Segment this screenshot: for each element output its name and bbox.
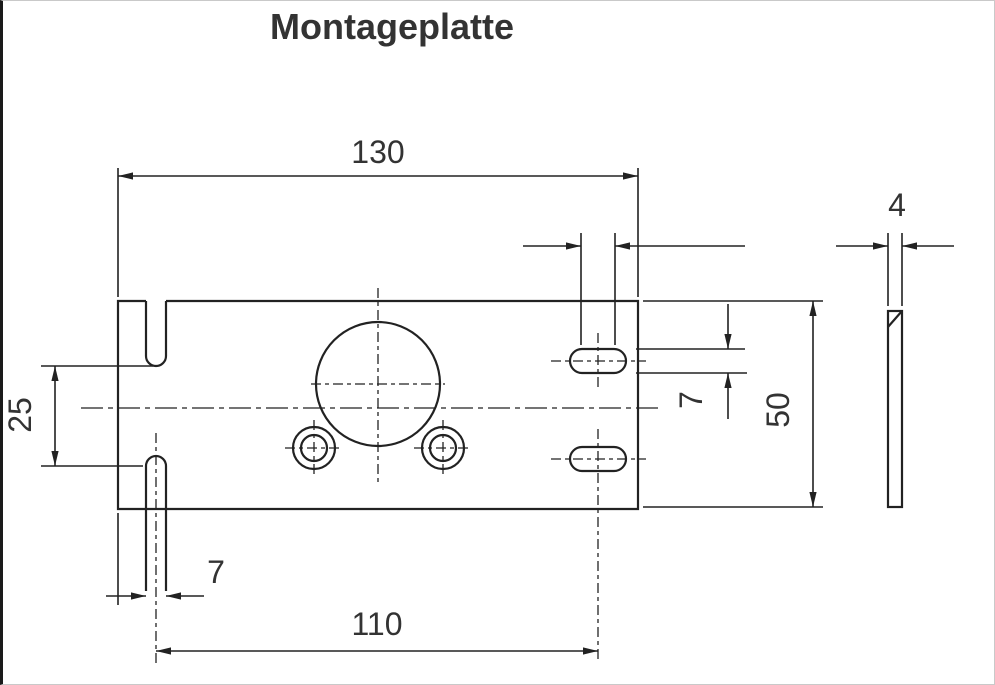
dim-plate-height-label: 50 (760, 392, 796, 428)
dim-tab-offset-label: 7 (207, 554, 225, 590)
dim-edge-offset-label: 25 (3, 397, 38, 433)
dim-thickness: 4 (836, 187, 954, 306)
dim-thickness-label: 4 (888, 187, 906, 223)
dim-slot-width: 7 (636, 304, 747, 419)
dim-plate-width-label: 130 (351, 134, 404, 170)
dim-slot-width-label: 7 (673, 391, 709, 409)
plate-outline (116, 299, 640, 511)
side-view-plate (886, 309, 904, 509)
top-notch (144, 301, 168, 368)
dim-edge-offset: 25 (3, 365, 153, 467)
technical-drawing: Montageplatte (3, 6, 954, 663)
dim-hole-spacing-label: 110 (351, 606, 402, 642)
centerlines (81, 288, 663, 663)
dim-hole-spacing: 110 (156, 606, 598, 655)
dim-tab-offset: 7 (106, 513, 225, 605)
dim-plate-width: 130 (117, 134, 639, 297)
dim-plate-height: 50 (643, 300, 823, 508)
side-view-chamfer (887, 310, 903, 328)
dim-slot-length (523, 233, 745, 345)
side-view (886, 309, 904, 509)
drawing-title: Montageplatte (270, 6, 514, 47)
